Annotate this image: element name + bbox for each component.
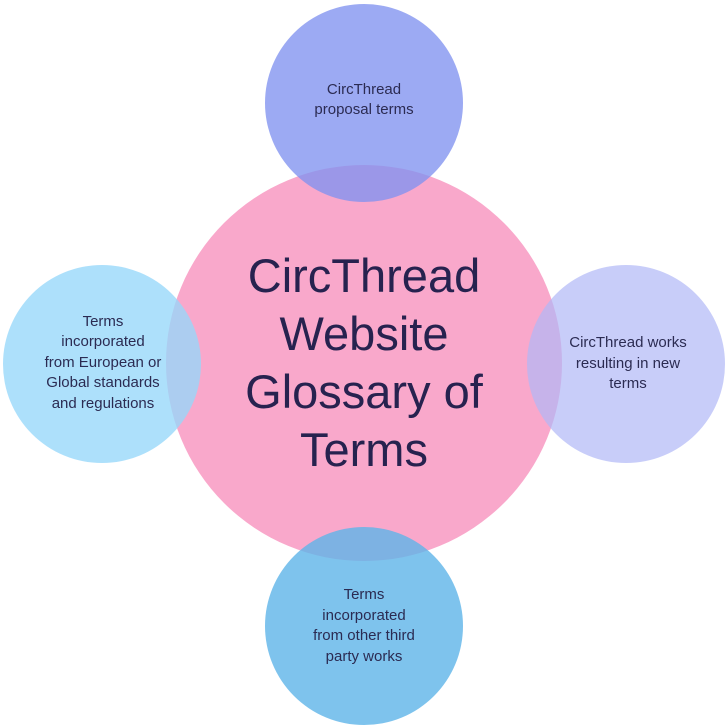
top-circle <box>265 4 463 202</box>
right-circle <box>527 265 725 463</box>
center-title: CircThread Website Glossary of Terms <box>245 249 483 476</box>
left-node-label: Terms incorporated from European or Glob… <box>44 312 162 412</box>
top-node-label: CircThread proposal terms <box>314 80 414 119</box>
right-node-label: CircThread works resulting in new terms <box>569 334 687 393</box>
center-circle <box>166 165 562 561</box>
bottom-circle <box>265 527 463 725</box>
left-circle <box>3 265 201 463</box>
bottom-node-label: Terms incorporated from other third part… <box>313 586 415 665</box>
